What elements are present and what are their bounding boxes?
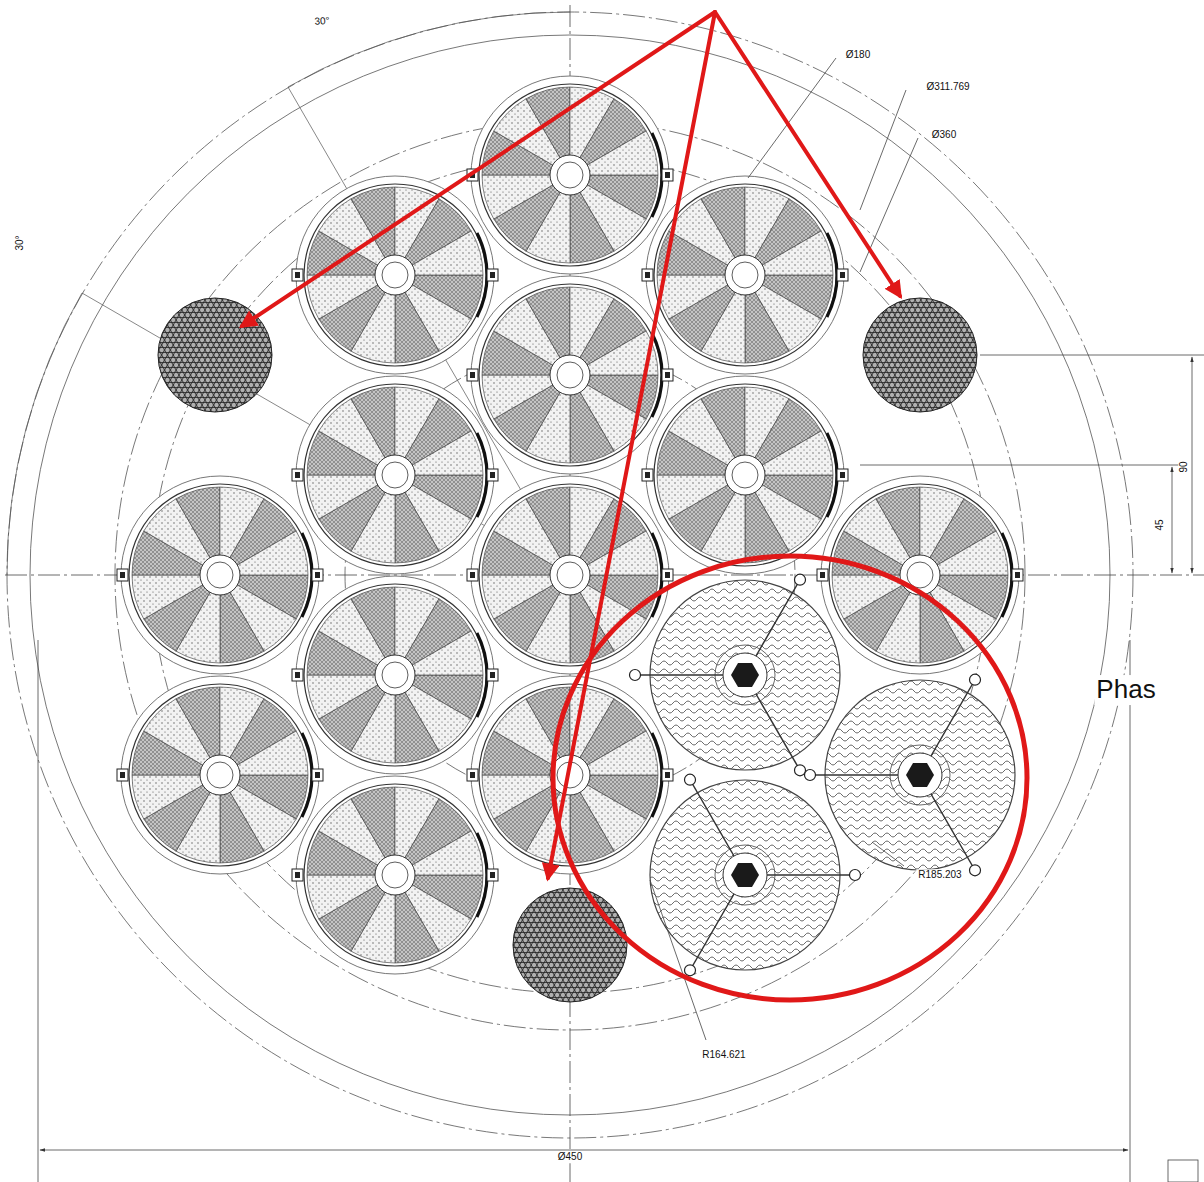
leader-lines	[650, 58, 918, 1040]
fuel-element	[467, 476, 673, 674]
extension-line	[860, 465, 1180, 466]
diameter-dimension: Ø180	[844, 49, 872, 61]
diameter-dimension: Ø450	[556, 1151, 584, 1163]
red-arrow	[242, 12, 715, 326]
phase-caption: Phas	[1094, 675, 1157, 705]
fuel-element	[467, 676, 673, 874]
leader-line	[748, 58, 836, 178]
fuel-element	[292, 176, 498, 374]
extension-line	[980, 355, 1204, 356]
fuel-element	[117, 676, 323, 874]
fuel-element	[817, 476, 1023, 674]
leader-line	[860, 138, 918, 272]
length-dimension: 45	[1154, 517, 1166, 532]
fuel-element	[117, 476, 323, 674]
radius-dimension: R185.203	[916, 869, 963, 881]
extension-line	[1130, 640, 1131, 1182]
control-element	[650, 774, 861, 976]
dimension-lines	[38, 640, 1198, 1182]
diameter-dimension: Ø360	[930, 129, 958, 141]
fuel-element	[292, 376, 498, 574]
angle-dimension: 30°	[312, 15, 332, 28]
dimension-line	[1172, 467, 1173, 573]
fuel-element	[292, 576, 498, 774]
dimension-line	[1192, 357, 1193, 573]
control-element	[805, 674, 1016, 876]
leader-line	[872, 842, 904, 866]
leader-line	[860, 90, 906, 210]
fuel-element	[467, 276, 673, 474]
angle-dimension: 30°	[14, 233, 26, 252]
angle-arc	[288, 12, 570, 87]
hatched-channel	[513, 888, 627, 1002]
title-block-corner	[1168, 1160, 1198, 1182]
red-arrow	[715, 12, 900, 296]
red-highlight-ring	[553, 556, 1027, 1000]
vessel-circle	[30, 35, 1110, 1115]
angle-arc	[7, 293, 82, 575]
length-dimension: 90	[1178, 459, 1190, 474]
extension-line	[38, 640, 39, 1182]
fuel-element	[642, 376, 848, 574]
reference-circles	[7, 12, 1133, 1138]
control-element	[630, 574, 841, 776]
red-annotation	[242, 12, 1027, 1000]
radius-dimension: R164.621	[700, 1049, 747, 1061]
outer-circle	[7, 12, 1133, 1138]
fuel-element	[642, 176, 848, 374]
red-arrow	[548, 12, 715, 878]
hatched-channel	[863, 298, 977, 412]
dimension-lines	[860, 355, 1204, 573]
diameter-dimension: Ø311.769	[924, 81, 971, 93]
fuel-element	[467, 76, 673, 274]
fuel-element	[292, 776, 498, 974]
